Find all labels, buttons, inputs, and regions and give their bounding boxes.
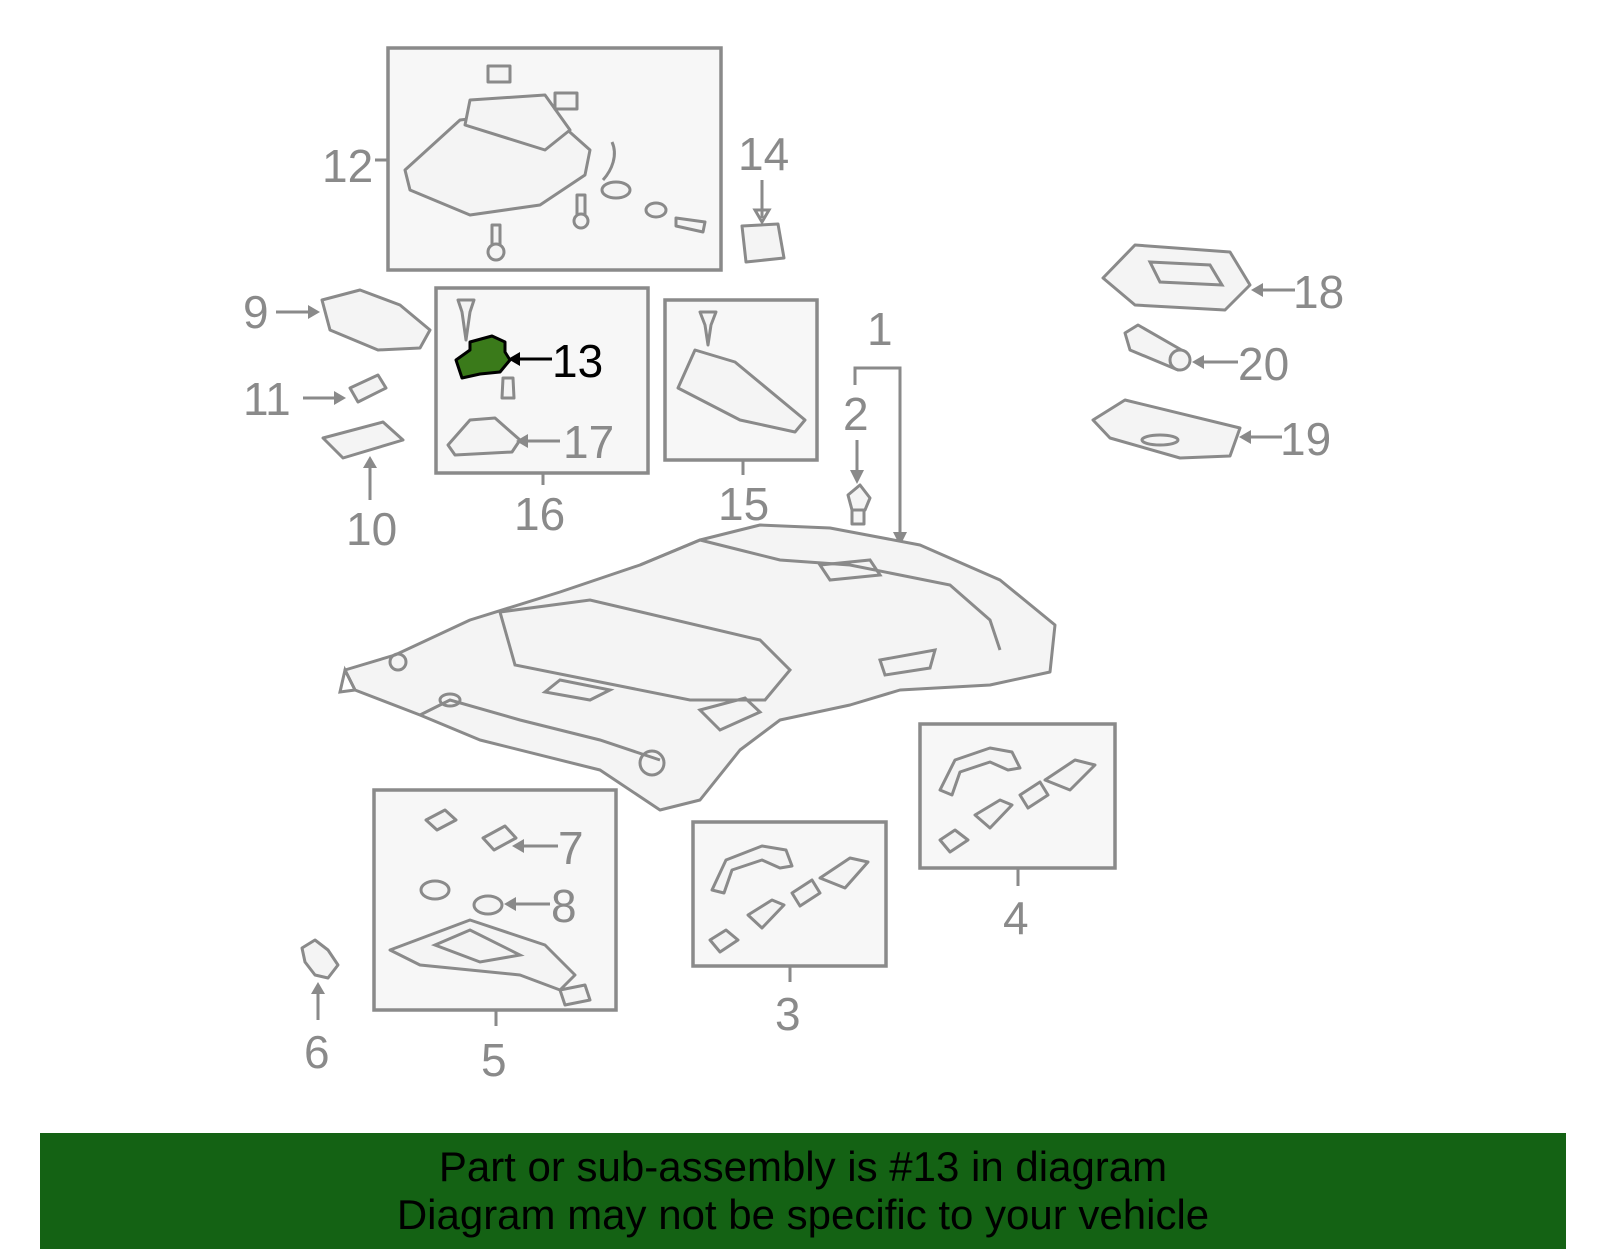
callout-12: 12 — [322, 140, 373, 192]
part-13-clip-highlighted — [454, 298, 512, 380]
callout-2: 2 — [843, 388, 869, 440]
callout-3: 3 — [775, 988, 801, 1040]
callout-16: 16 — [514, 488, 565, 540]
callout-10: 10 — [346, 503, 397, 555]
banner-line-part-info: Part or sub-assembly is #13 in diagram — [438, 1143, 1168, 1190]
callout-14: 14 — [738, 128, 789, 180]
part-18-lamp — [1101, 243, 1252, 312]
callout-9: 9 — [243, 286, 269, 338]
part-3-grab-handle — [708, 844, 870, 954]
overhead-console-part — [403, 64, 707, 262]
callout-1: 1 — [867, 303, 893, 355]
info-banner: Part or sub-assembly is #13 in diagram D… — [40, 1133, 1566, 1249]
callout-4: 4 — [1003, 892, 1029, 944]
part-2-clip — [846, 483, 872, 512]
callout-15: 15 — [718, 478, 769, 530]
part-4-grab-handle — [938, 746, 1097, 854]
part-10-lens — [321, 420, 405, 460]
headliner-part-1 — [338, 523, 1057, 812]
callout-20: 20 — [1238, 338, 1289, 390]
part-5-sunvisor — [388, 808, 592, 1007]
callout-13: 13 — [552, 335, 603, 387]
banner-line-disclaimer: Diagram may not be specific to your vehi… — [396, 1191, 1210, 1238]
callout-6: 6 — [304, 1026, 330, 1078]
callout-8: 8 — [551, 880, 577, 932]
callout-18: 18 — [1293, 266, 1344, 318]
callout-5: 5 — [481, 1034, 507, 1086]
part-14-module — [740, 222, 786, 264]
part-19-lens — [1091, 398, 1242, 460]
part-6-clip — [300, 938, 340, 980]
callout-7: 7 — [558, 822, 584, 874]
callout-11: 11 — [243, 373, 291, 425]
callout-19: 19 — [1280, 413, 1331, 465]
callout-17: 17 — [563, 416, 614, 468]
part-15-light — [676, 348, 807, 434]
part-9-light — [320, 288, 432, 352]
part-11-bulb — [348, 373, 388, 404]
